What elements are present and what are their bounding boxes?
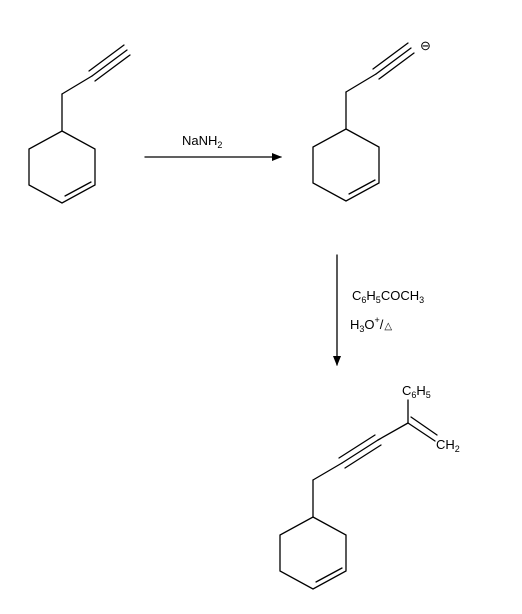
ring-double-bond-inner bbox=[315, 567, 343, 583]
product-structure: C6H5 CH2 bbox=[279, 383, 460, 590]
reagent-acid-heat: H3O+/△ bbox=[350, 315, 392, 334]
phenyl-label: C6H5 bbox=[402, 383, 431, 400]
ch2-to-alkyne-bond bbox=[345, 73, 377, 93]
internal-alkyne-triple-bond bbox=[338, 434, 382, 469]
terminal-alkene-double-bond bbox=[407, 416, 438, 442]
starting-material-structure bbox=[28, 44, 131, 204]
negative-charge-symbol: ⊖ bbox=[420, 38, 431, 53]
ch2-to-alkyne-bond bbox=[312, 462, 343, 481]
reagent-acetophenone: C6H5COCH3 bbox=[352, 288, 424, 305]
intermediate-structure: ⊖ bbox=[312, 38, 431, 202]
reagent-nanh2: NaNH2 bbox=[182, 133, 222, 150]
ring-double-bond-inner bbox=[64, 181, 92, 197]
terminal-alkyne-triple-bond bbox=[88, 44, 131, 82]
cyclohexene-ring bbox=[279, 516, 347, 590]
ring-double-bond-inner bbox=[348, 179, 376, 195]
cyclohexene-ring bbox=[28, 130, 96, 204]
methylene-label: CH2 bbox=[436, 437, 460, 454]
acetylide-triple-bond bbox=[372, 42, 415, 80]
cyclohexene-ring bbox=[312, 128, 380, 202]
alkyne-to-vinyl-carbon-bond bbox=[377, 422, 409, 441]
ch2-to-alkyne-bond bbox=[61, 75, 93, 95]
